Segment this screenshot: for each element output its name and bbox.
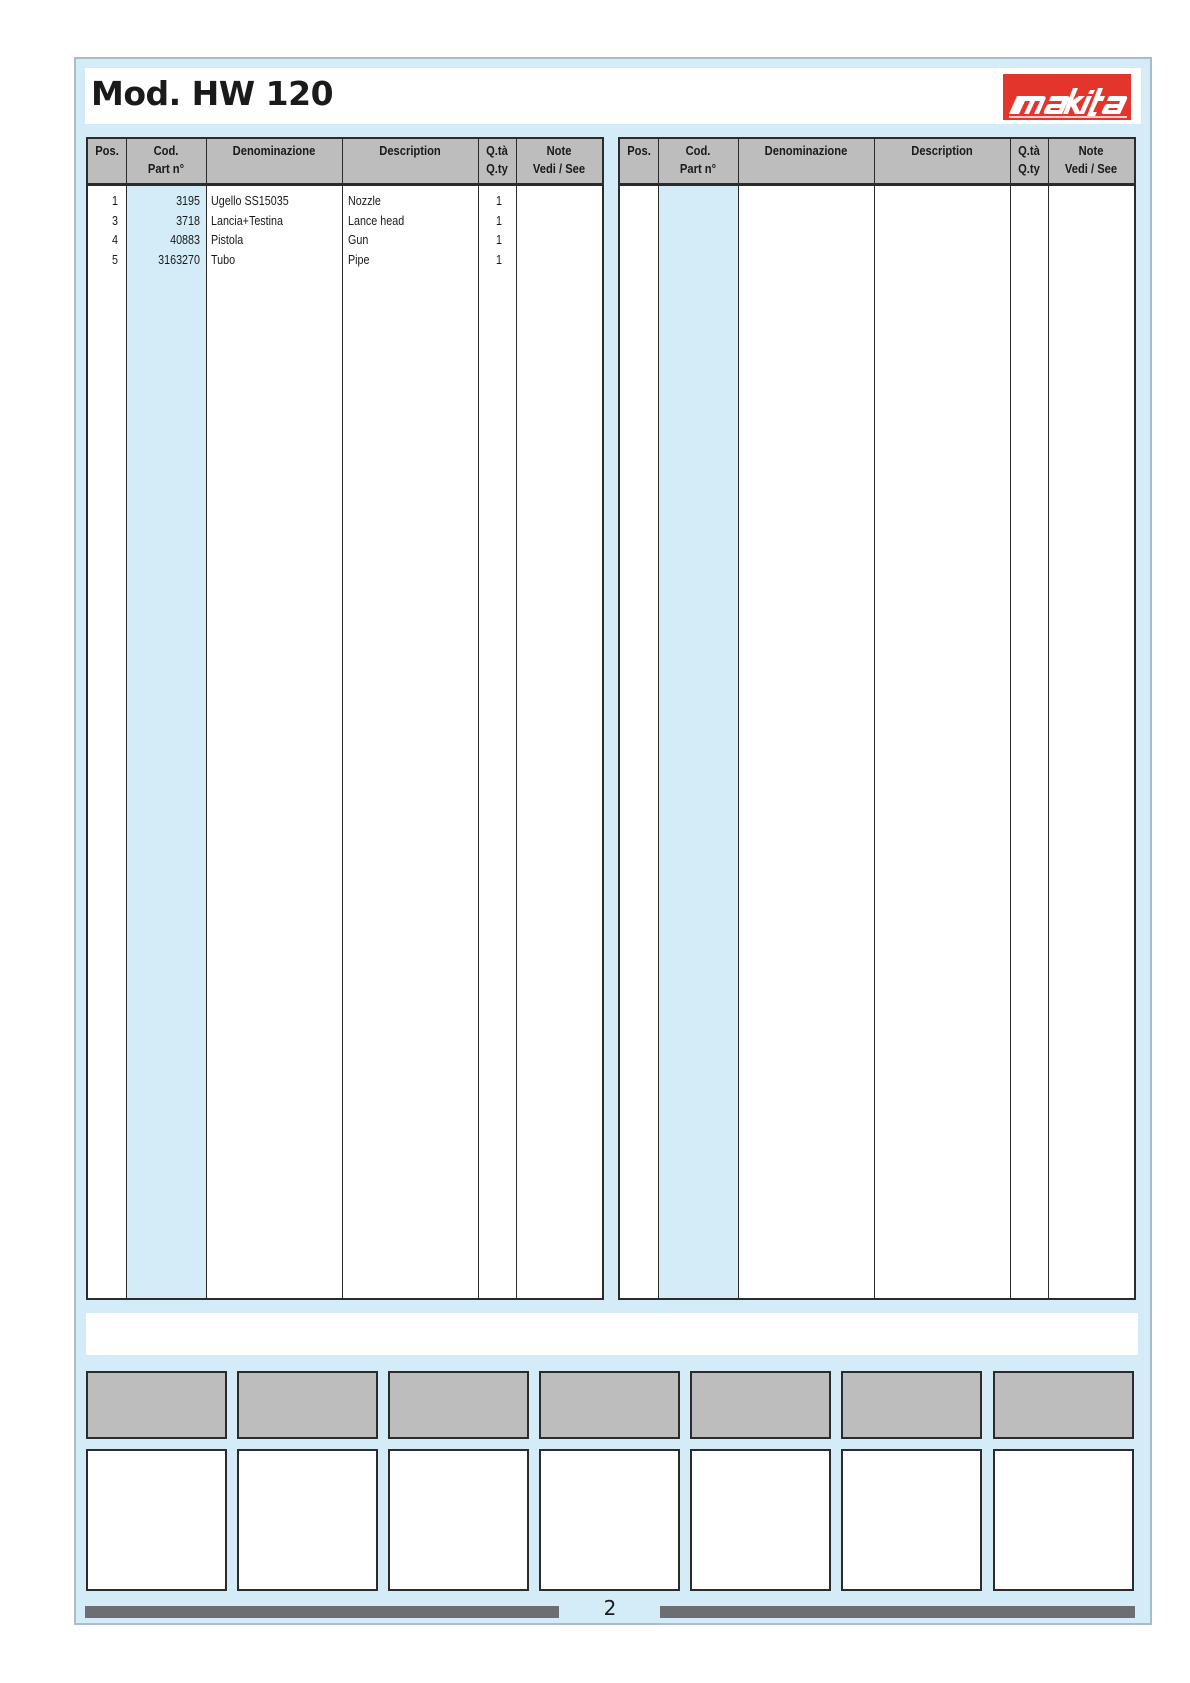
row-part-number: 3195 [176,194,200,208]
row-qty: 1 [496,213,502,228]
blank-strip [86,1313,1138,1355]
blank-box [690,1449,831,1591]
row-qty: 1 [496,252,502,267]
row-description: Nozzle [348,194,381,208]
header-cod: Cod.Part n° [679,143,717,176]
row-part-number: 40883 [170,233,200,247]
grey-header-box [841,1371,982,1439]
footer-bar-right [660,1606,1135,1618]
blank-box [237,1449,378,1591]
table-header: Pos. Cod.Part n° Denominazione Descripti… [620,139,1134,186]
row-qty: 1 [496,233,502,247]
blank-box [388,1449,529,1591]
row-description: Gun [348,233,369,247]
header-denominazione: Denominazione [764,143,848,158]
blank-box [539,1449,680,1591]
row-pos: 5 [112,252,118,267]
row-qty: 1 [496,194,502,208]
row-description: Pipe [348,252,370,267]
row-pos: 3 [112,213,118,228]
header-pos: Pos. [95,143,119,158]
row-description: Lance head [348,213,405,228]
page-title: Mod. HW 120 [91,74,334,113]
table-header: Pos. Cod.Part n° Denominazione Descripti… [88,139,602,186]
row-part-number: 3718 [176,213,200,228]
grey-header-box [539,1371,680,1439]
row-pos: 1 [112,194,118,208]
header-description: Description [379,143,441,158]
row-denominazione: Lancia+Testina [211,213,284,228]
header-description: Description [911,143,973,158]
grey-header-box [388,1371,529,1439]
table-row: 1 3195 Ugello SS15035 Nozzle 1 [88,192,602,212]
grey-header-box [237,1371,378,1439]
header-denominazione: Denominazione [232,143,316,158]
table-row: 3 3718 Lancia+Testina Lance head 1 [88,212,602,232]
title-bar: Mod. HW 120 [85,68,1141,124]
table-row: 5 3163270 Tubo Pipe 1 [88,251,602,271]
makita-logo [1003,74,1131,120]
parts-rows: 1 3195 Ugello SS15035 Nozzle 1 3 3718 La… [88,192,602,270]
cod-column-fill [658,139,738,1298]
parts-table-right: Pos. Cod.Part n° Denominazione Descripti… [618,137,1136,1300]
header-cod: Cod.Part n° [147,143,185,176]
blank-box [86,1449,227,1591]
row-denominazione: Pistola [211,233,244,247]
row-part-number: 3163270 [158,252,200,267]
grey-header-box [690,1371,831,1439]
cod-column-fill [126,139,206,1298]
page-number: 2 [603,1596,617,1620]
parts-table-left: Pos. Cod.Part n° Denominazione Descripti… [86,137,604,1300]
row-pos: 4 [112,233,118,247]
grey-header-box [993,1371,1134,1439]
footer-bar-left [85,1606,559,1618]
table-row: 4 40883 Pistola Gun 1 [88,231,602,251]
row-denominazione: Ugello SS15035 [211,194,289,208]
blank-box [841,1449,982,1591]
blank-box [993,1449,1134,1591]
row-denominazione: Tubo [211,252,236,267]
grey-header-box [86,1371,227,1439]
header-pos: Pos. [627,143,651,158]
